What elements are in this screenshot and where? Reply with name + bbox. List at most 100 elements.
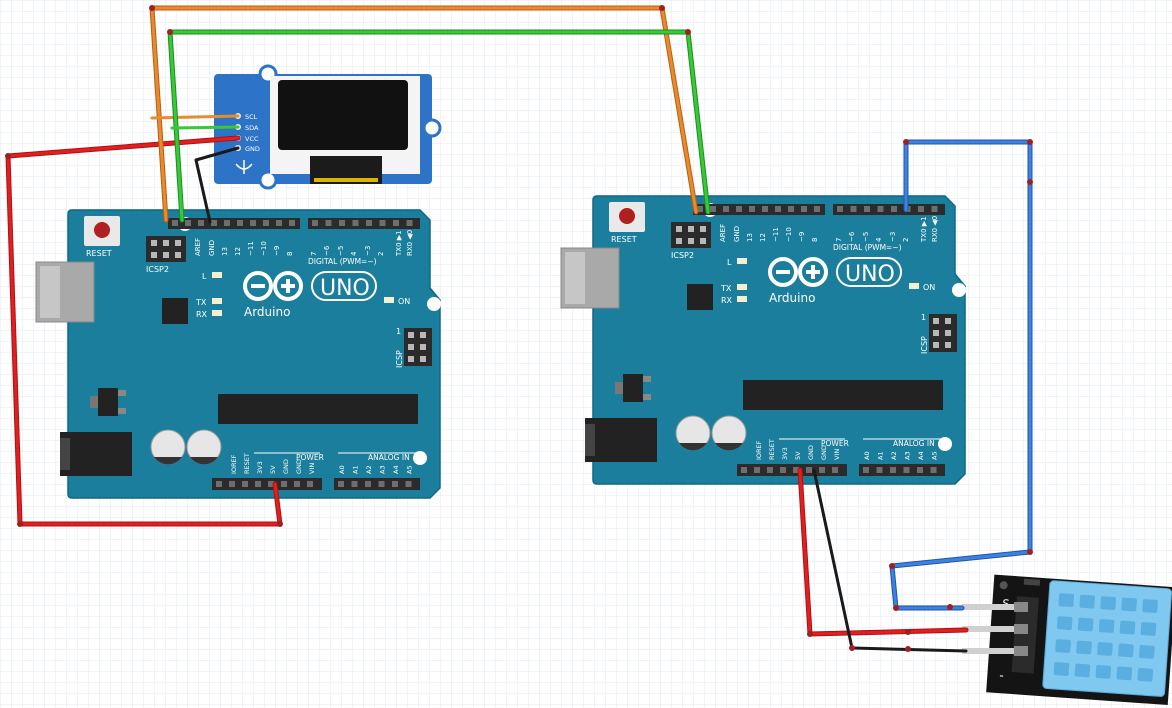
pin-hole bbox=[366, 220, 372, 226]
mount-hole bbox=[938, 437, 952, 451]
grille-slot bbox=[1139, 645, 1155, 659]
digital-pin-label: ~9 bbox=[798, 232, 806, 242]
digital-pin-label: ~11 bbox=[247, 241, 255, 256]
digital-pin-label: ~6 bbox=[323, 245, 331, 256]
digital-pin-label: ~10 bbox=[785, 227, 793, 242]
digital-label: DIGITAL (PWM=~) bbox=[833, 243, 902, 252]
grille-slot bbox=[1095, 665, 1112, 679]
rx-pin-label: RX0 ◀0 bbox=[931, 216, 939, 242]
power-label: POWER bbox=[821, 439, 849, 448]
mount-hole bbox=[413, 451, 427, 465]
analog-pin-label: A1 bbox=[877, 451, 885, 460]
analog-pin-label: A3 bbox=[379, 465, 387, 474]
led-tx bbox=[737, 284, 747, 290]
dht-mount-hole bbox=[999, 581, 1008, 590]
pin-hole bbox=[877, 206, 884, 212]
capacitor bbox=[675, 415, 711, 451]
analog-pin-label: A4 bbox=[392, 465, 400, 474]
pin-hole bbox=[339, 220, 345, 226]
digital-pin-holes bbox=[697, 206, 938, 212]
grille-slot bbox=[1055, 639, 1071, 653]
grille-slot bbox=[1137, 667, 1154, 682]
digital-pin-label: ~3 bbox=[889, 232, 897, 242]
led-tx-label: TX bbox=[195, 298, 207, 307]
led-tx bbox=[212, 298, 222, 304]
led-rx-label: RX bbox=[721, 296, 733, 305]
grille-slot bbox=[1097, 642, 1113, 656]
analog-pin-label: A4 bbox=[917, 451, 925, 460]
digital-pin-label: ~5 bbox=[862, 232, 870, 242]
regulator-tab bbox=[615, 382, 623, 394]
voltage-regulator bbox=[623, 374, 643, 402]
oled-pin-sda: SDA bbox=[245, 124, 259, 132]
pin-hole bbox=[741, 467, 747, 473]
pin-hole bbox=[767, 467, 773, 473]
power-jack bbox=[60, 432, 132, 476]
atmega-chip bbox=[743, 380, 943, 410]
digital-pin-label: ~6 bbox=[848, 231, 856, 242]
reset-button[interactable] bbox=[94, 222, 110, 238]
pin-hole bbox=[224, 220, 230, 226]
digital-pin-label: 12 bbox=[234, 247, 242, 256]
pin-hole bbox=[723, 206, 729, 212]
led-l bbox=[212, 272, 222, 278]
digital-pin-label: 13 bbox=[746, 233, 754, 242]
dht11-sensor: S - bbox=[986, 574, 1172, 705]
icsp-label: ICSP bbox=[920, 336, 929, 354]
analog-pin-label: A5 bbox=[406, 465, 414, 474]
power-pin-label: RESET bbox=[243, 453, 251, 474]
dht-body bbox=[1042, 580, 1172, 697]
analog-pin-label: A1 bbox=[352, 465, 360, 474]
pin-hole bbox=[325, 220, 332, 226]
pin-hole bbox=[890, 467, 896, 473]
pin-hole bbox=[918, 206, 924, 212]
pin-hole bbox=[281, 481, 287, 487]
grille-slot bbox=[1118, 643, 1134, 658]
grille-slot bbox=[1121, 597, 1137, 612]
led-rx bbox=[737, 296, 747, 302]
digital-pin-label: GND bbox=[733, 226, 741, 242]
regulator-leg bbox=[643, 394, 651, 400]
icsp-header bbox=[929, 314, 957, 352]
dht-pins bbox=[962, 602, 1028, 656]
pin-hole bbox=[198, 220, 204, 226]
icsp2-label: ICSP2 bbox=[671, 251, 694, 260]
led-on bbox=[909, 283, 919, 289]
led-on-label: ON bbox=[398, 297, 410, 306]
grille-slot bbox=[1142, 599, 1158, 613]
grove-logo-icon bbox=[235, 160, 253, 174]
wire-black-gnd-to-oled-gnd[interactable] bbox=[194, 146, 240, 224]
led-tx-label: TX bbox=[720, 284, 732, 293]
pin-hole bbox=[775, 206, 781, 212]
pin-hole bbox=[832, 467, 838, 473]
digital-pin-label: ~9 bbox=[273, 246, 281, 256]
power-pin-label: 5V bbox=[269, 465, 277, 474]
capacitor bbox=[711, 415, 747, 451]
regulator-leg bbox=[118, 390, 126, 396]
pin-hole bbox=[749, 206, 755, 212]
analog-pin-label: A2 bbox=[365, 465, 373, 474]
pin-hole bbox=[793, 467, 799, 473]
digital-pin-label: 13 bbox=[221, 247, 229, 256]
pin-hole bbox=[392, 481, 398, 487]
power-pin-label: 3V3 bbox=[256, 461, 264, 474]
dht-signal-label: S bbox=[1002, 597, 1010, 610]
power-pin-label: VIN bbox=[833, 449, 841, 460]
board-pcb bbox=[67, 209, 441, 499]
pin-hole bbox=[931, 206, 938, 212]
digital-header-left bbox=[693, 204, 825, 215]
rx-pin-label: RX0 ◀0 bbox=[406, 230, 414, 256]
pin-hole bbox=[312, 220, 318, 226]
grille-slot bbox=[1053, 662, 1070, 676]
usb-connector-inner bbox=[565, 252, 585, 304]
oled-pin-scl: SCL bbox=[245, 113, 258, 121]
icsp2-header bbox=[671, 222, 711, 248]
reset-button[interactable] bbox=[619, 208, 635, 224]
pin-hole bbox=[863, 467, 869, 473]
pin-hole bbox=[819, 467, 825, 473]
pin-hole bbox=[850, 206, 857, 212]
regulator-leg bbox=[118, 408, 126, 414]
digital-pin-label: 7 bbox=[310, 252, 318, 256]
